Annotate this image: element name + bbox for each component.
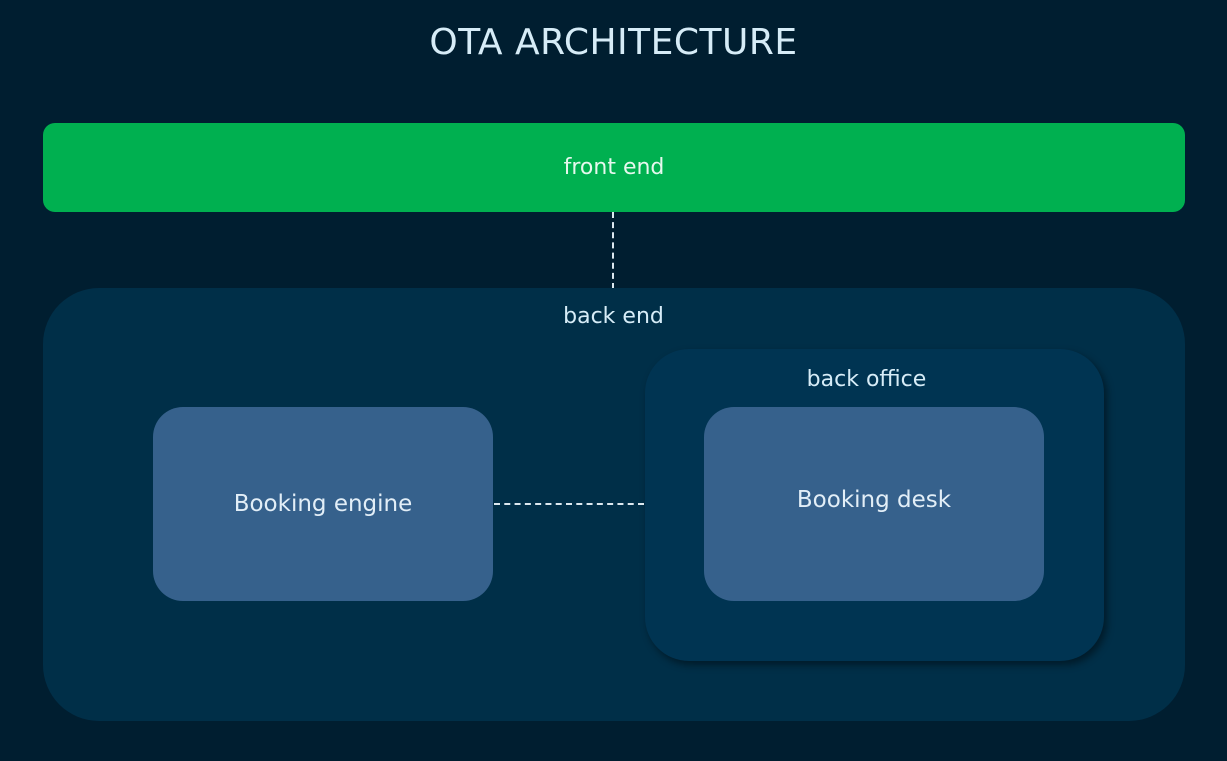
front-end-label: front end	[563, 155, 665, 180]
back-end-label: back end	[563, 304, 664, 329]
back-office-label: back office	[806, 367, 927, 392]
diagram-title: OTA ARCHITECTURE	[429, 22, 798, 63]
booking-engine-node: Booking engine	[153, 407, 493, 601]
front-back-connector	[612, 212, 614, 289]
engine-office-connector	[494, 503, 644, 505]
booking-desk-label: Booking desk	[796, 487, 952, 513]
front-end-node: front end	[43, 123, 1185, 212]
booking-desk-node: Booking desk	[704, 407, 1044, 601]
booking-engine-label: Booking engine	[233, 491, 413, 517]
